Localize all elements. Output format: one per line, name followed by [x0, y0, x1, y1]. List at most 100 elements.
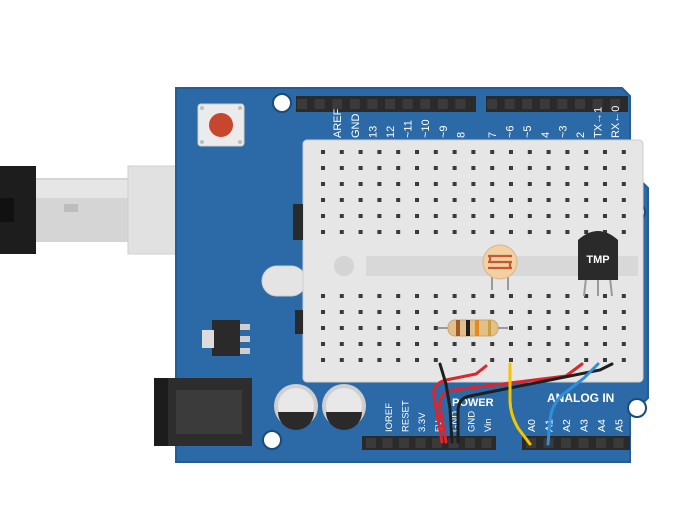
- breadboard-hole[interactable]: [546, 198, 551, 202]
- breadboard-hole[interactable]: [621, 342, 626, 346]
- breadboard-hole[interactable]: [339, 150, 344, 154]
- breadboard-hole[interactable]: [621, 214, 626, 218]
- breadboard-hole[interactable]: [546, 230, 551, 234]
- breadboard-hole[interactable]: [584, 230, 589, 234]
- breadboard-hole[interactable]: [621, 358, 626, 362]
- breadboard-hole[interactable]: [527, 150, 532, 154]
- breadboard-hole[interactable]: [339, 182, 344, 186]
- breadboard-hole[interactable]: [433, 358, 438, 362]
- breadboard-hole[interactable]: [452, 310, 457, 314]
- header-pin[interactable]: [613, 438, 624, 448]
- breadboard-hole[interactable]: [377, 342, 382, 346]
- breadboard-hole[interactable]: [452, 166, 457, 170]
- breadboard-hole[interactable]: [621, 150, 626, 154]
- breadboard-hole[interactable]: [377, 214, 382, 218]
- breadboard-hole[interactable]: [358, 310, 363, 314]
- breadboard-hole[interactable]: [603, 342, 607, 346]
- breadboard-hole[interactable]: [321, 326, 325, 330]
- breadboard-hole[interactable]: [358, 182, 363, 186]
- breadboard-hole[interactable]: [415, 198, 419, 202]
- breadboard-hole[interactable]: [584, 358, 589, 362]
- breadboard-hole[interactable]: [490, 342, 495, 346]
- header-pin[interactable]: [592, 99, 603, 109]
- breadboard-hole[interactable]: [452, 150, 457, 154]
- breadboard-hole[interactable]: [546, 214, 551, 218]
- breadboard-hole[interactable]: [433, 230, 438, 234]
- breadboard-hole[interactable]: [339, 214, 344, 218]
- wire-blue[interactable]: [546, 362, 600, 446]
- breadboard-hole[interactable]: [565, 230, 570, 234]
- breadboard-hole[interactable]: [621, 230, 626, 234]
- breadboard-hole[interactable]: [358, 166, 363, 170]
- breadboard-hole[interactable]: [396, 342, 401, 346]
- wire-red[interactable]: [438, 362, 584, 444]
- breadboard-hole[interactable]: [433, 342, 438, 346]
- breadboard-hole[interactable]: [452, 214, 457, 218]
- header-pin[interactable]: [402, 99, 413, 109]
- header-pin[interactable]: [575, 99, 585, 109]
- breadboard-hole[interactable]: [415, 214, 419, 218]
- breadboard-hole[interactable]: [377, 358, 382, 362]
- breadboard-hole[interactable]: [565, 326, 570, 330]
- breadboard-hole[interactable]: [415, 294, 419, 298]
- header-pin[interactable]: [487, 99, 497, 109]
- breadboard-hole[interactable]: [490, 310, 495, 314]
- header-pin[interactable]: [455, 99, 466, 109]
- breadboard-hole[interactable]: [603, 294, 607, 298]
- breadboard-hole[interactable]: [490, 198, 495, 202]
- breadboard-hole[interactable]: [527, 230, 532, 234]
- header-pin[interactable]: [561, 438, 571, 448]
- breadboard-hole[interactable]: [433, 326, 438, 330]
- breadboard-hole[interactable]: [621, 182, 626, 186]
- breadboard-hole[interactable]: [621, 166, 626, 170]
- breadboard-hole[interactable]: [584, 310, 589, 314]
- header-pin[interactable]: [610, 99, 621, 109]
- breadboard-hole[interactable]: [321, 166, 325, 170]
- breadboard-hole[interactable]: [339, 326, 344, 330]
- breadboard-hole[interactable]: [509, 342, 513, 346]
- header-pin[interactable]: [415, 438, 426, 448]
- breadboard-hole[interactable]: [603, 198, 607, 202]
- breadboard-hole[interactable]: [321, 294, 325, 298]
- breadboard-hole[interactable]: [396, 182, 401, 186]
- breadboard-hole[interactable]: [321, 182, 325, 186]
- breadboard-hole[interactable]: [509, 166, 513, 170]
- header-pin[interactable]: [481, 438, 492, 448]
- breadboard-hole[interactable]: [396, 326, 401, 330]
- breadboard-hole[interactable]: [584, 198, 589, 202]
- breadboard-hole[interactable]: [358, 326, 363, 330]
- breadboard-hole[interactable]: [584, 214, 589, 218]
- header-pin[interactable]: [465, 438, 475, 448]
- breadboard-hole[interactable]: [358, 150, 363, 154]
- wire-black[interactable]: [438, 362, 454, 444]
- breadboard-hole[interactable]: [509, 294, 513, 298]
- breadboard-hole[interactable]: [546, 358, 551, 362]
- breadboard-hole[interactable]: [452, 294, 457, 298]
- breadboard-hole[interactable]: [339, 198, 344, 202]
- breadboard-hole[interactable]: [452, 230, 457, 234]
- breadboard-hole[interactable]: [377, 230, 382, 234]
- header-pin[interactable]: [366, 438, 376, 448]
- breadboard-hole[interactable]: [396, 310, 401, 314]
- breadboard-hole[interactable]: [358, 358, 363, 362]
- breadboard-hole[interactable]: [584, 166, 589, 170]
- breadboard-hole[interactable]: [603, 214, 607, 218]
- breadboard-hole[interactable]: [358, 230, 363, 234]
- breadboard-hole[interactable]: [509, 358, 513, 362]
- header-pin[interactable]: [332, 99, 343, 109]
- breadboard-hole[interactable]: [415, 310, 419, 314]
- breadboard-hole[interactable]: [433, 166, 438, 170]
- breadboard-hole[interactable]: [565, 214, 570, 218]
- breadboard-hole[interactable]: [584, 294, 589, 298]
- breadboard-hole[interactable]: [565, 150, 570, 154]
- breadboard-hole[interactable]: [509, 198, 513, 202]
- breadboard-hole[interactable]: [527, 198, 532, 202]
- header-pin[interactable]: [557, 99, 568, 109]
- breadboard-hole[interactable]: [471, 342, 476, 346]
- breadboard-hole[interactable]: [527, 166, 532, 170]
- breadboard-hole[interactable]: [452, 358, 457, 362]
- breadboard-hole[interactable]: [433, 294, 438, 298]
- breadboard-hole[interactable]: [603, 310, 607, 314]
- breadboard-hole[interactable]: [321, 150, 325, 154]
- header-pin[interactable]: [578, 438, 589, 448]
